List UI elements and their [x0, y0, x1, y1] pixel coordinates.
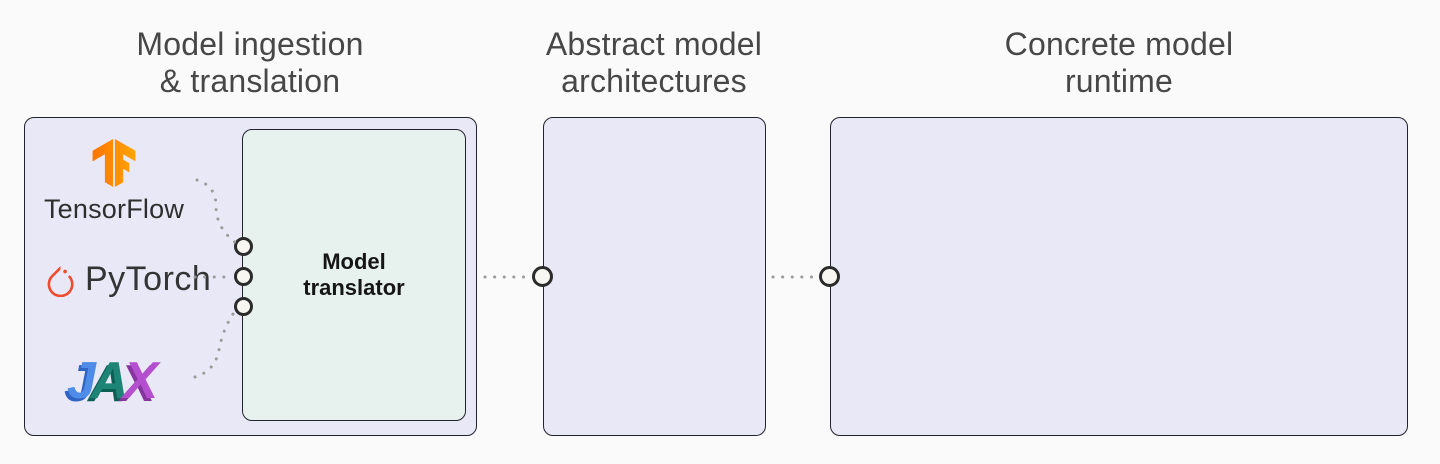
concrete-runtime-panel [830, 117, 1408, 436]
model-translator-box: Model translator [242, 129, 466, 421]
title-line: & translation [159, 63, 341, 99]
ingestion-panel: TensorFlow PyTorch J A X Model translato… [24, 117, 477, 436]
tensorflow-block: TensorFlow [25, 138, 203, 225]
jax-letter: A [90, 352, 129, 410]
runtime-panel-input-port [819, 266, 840, 287]
pytorch-logo-icon [47, 265, 74, 297]
abstract-panel-input-port [532, 266, 553, 287]
title-line: architectures [561, 63, 747, 99]
abstract-architectures-panel [543, 117, 766, 436]
pytorch-block: PyTorch [45, 260, 211, 299]
pytorch-label: PyTorch [85, 260, 212, 298]
column-title-runtime: Concrete model runtime [919, 26, 1319, 100]
title-line: Concrete model [1004, 26, 1234, 62]
title-line: runtime [1064, 63, 1174, 99]
title-line: Abstract model [545, 26, 763, 62]
translator-input-port-pytorch [234, 267, 253, 286]
tensorflow-label: TensorFlow [43, 194, 185, 224]
jax-logo-icon: J A X [67, 348, 158, 414]
jax-letter: J [67, 352, 96, 410]
translator-label-line: Model [322, 249, 386, 274]
title-line: Model ingestion [136, 26, 364, 62]
jax-letter: X [123, 352, 159, 410]
tensorflow-logo-icon [92, 139, 136, 187]
column-title-ingestion: Model ingestion & translation [50, 26, 450, 100]
translator-input-port-tensorflow [234, 237, 253, 256]
column-title-abstract: Abstract model architectures [454, 26, 854, 100]
translator-input-port-jax [234, 297, 253, 316]
translator-label-line: translator [303, 275, 405, 300]
